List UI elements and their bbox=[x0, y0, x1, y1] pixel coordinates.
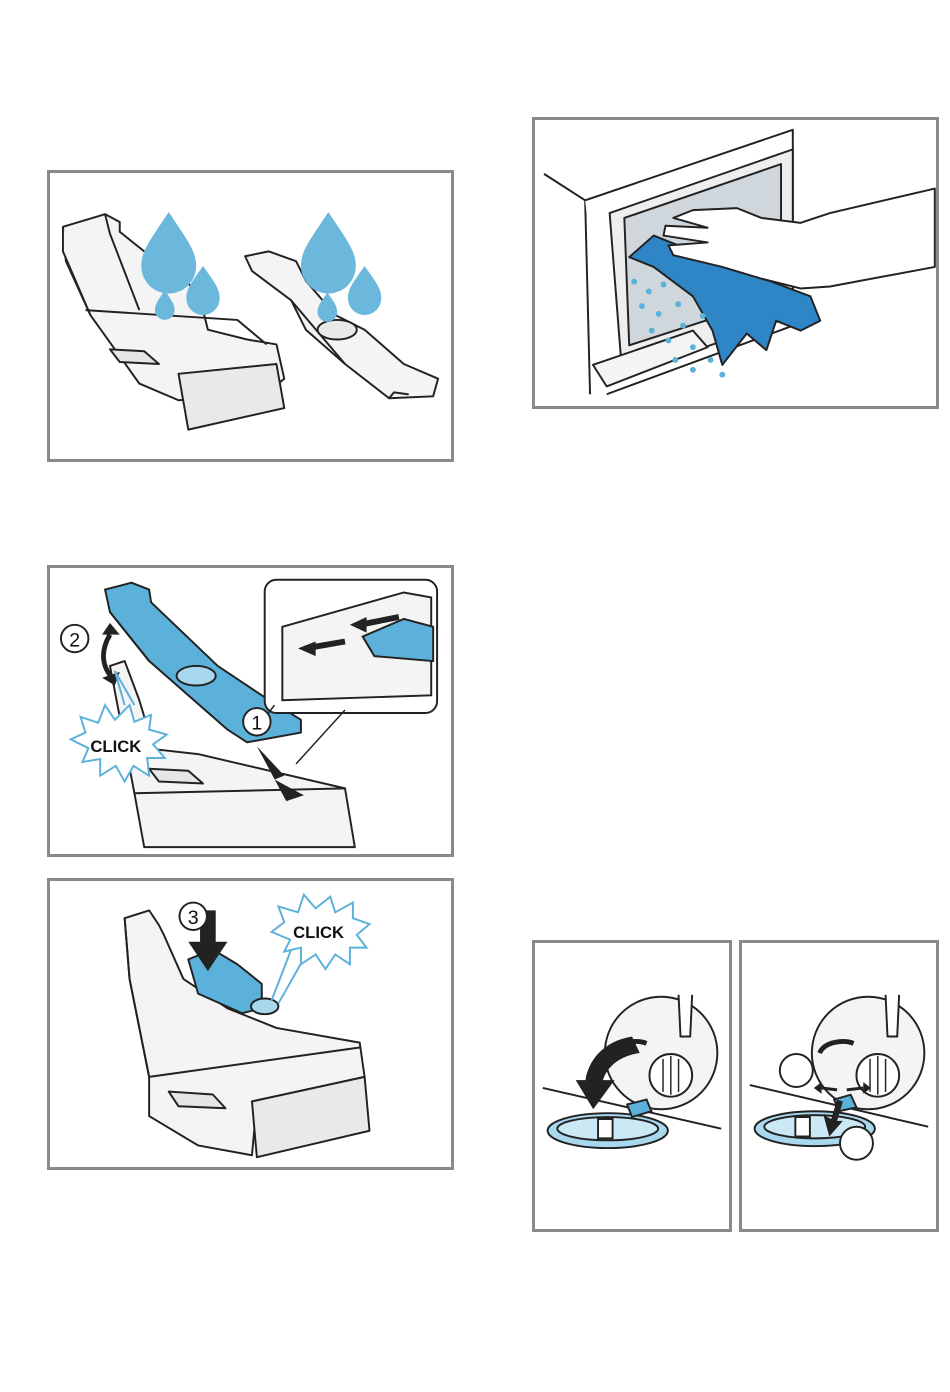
figure-refit-insert: 2 1 CLICK bbox=[47, 565, 454, 857]
marker-circle-b bbox=[840, 1127, 873, 1160]
figure-wipe-housing bbox=[532, 117, 939, 409]
step-2-number: 2 bbox=[69, 629, 80, 651]
figure-open-pump-cover bbox=[532, 940, 732, 1232]
press-insert-illustration: 3 CLICK bbox=[50, 881, 451, 1167]
pump-housing bbox=[812, 995, 925, 1109]
refit-insert-illustration: 2 1 CLICK bbox=[50, 568, 451, 854]
figure-press-insert: 3 CLICK bbox=[47, 878, 454, 1170]
detach-pump-cover-illustration bbox=[742, 943, 936, 1229]
step-3-marker: 3 bbox=[179, 903, 206, 930]
wipe-housing-illustration bbox=[535, 120, 936, 406]
step-1-number: 1 bbox=[251, 713, 262, 735]
pump-cover bbox=[548, 1100, 668, 1149]
rinse-drawer-illustration bbox=[50, 173, 451, 459]
step-3-number: 3 bbox=[188, 907, 199, 929]
open-pump-cover-illustration bbox=[535, 943, 729, 1229]
click-label: CLICK bbox=[293, 923, 344, 942]
step-2-marker: 2 bbox=[61, 625, 88, 652]
figure-rinse-drawer bbox=[47, 170, 454, 462]
marker-circle-a bbox=[780, 1054, 813, 1087]
figure-detach-pump-cover bbox=[739, 940, 939, 1232]
click-label: CLICK bbox=[90, 737, 141, 756]
click-burst: CLICK bbox=[272, 895, 370, 1004]
step-1-marker: 1 bbox=[243, 708, 270, 735]
